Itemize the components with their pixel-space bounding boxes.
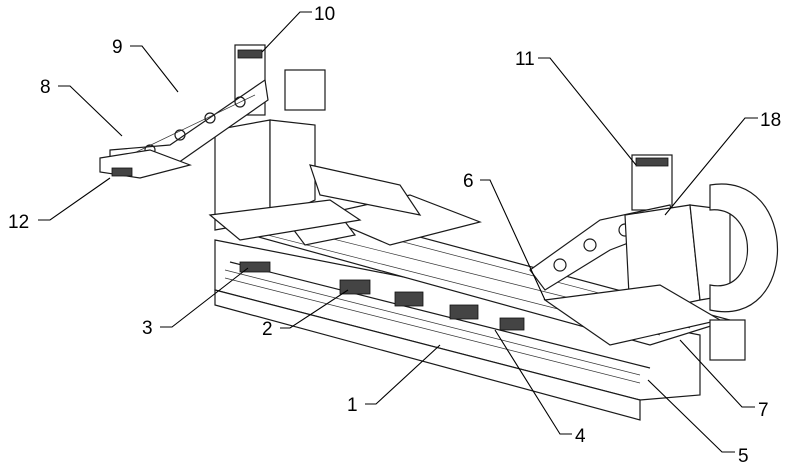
label-3: 3 (142, 318, 153, 339)
label-8: 8 (40, 77, 51, 98)
right-manipulator (529, 154, 778, 361)
leader-lines (38, 11, 758, 453)
left-manipulator (99, 44, 422, 241)
carriages (239, 261, 525, 331)
label-11: 11 (515, 49, 535, 70)
label-2: 2 (262, 319, 273, 340)
label-4: 4 (575, 426, 586, 447)
label-7: 7 (758, 400, 769, 421)
label-1: 1 (347, 395, 358, 416)
label-5: 5 (738, 446, 749, 467)
label-10: 10 (314, 4, 335, 25)
label-12: 12 (8, 212, 29, 233)
label-9: 9 (112, 37, 123, 58)
label-6: 6 (463, 171, 474, 192)
label-18: 18 (760, 110, 781, 131)
